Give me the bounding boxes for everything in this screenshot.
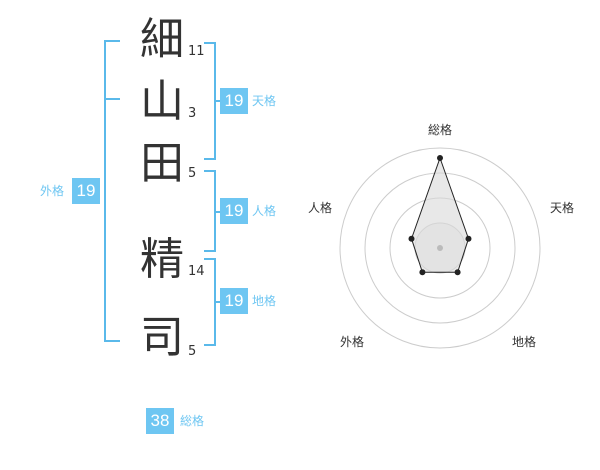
tenkaku-bracket-tick — [214, 100, 222, 102]
fortune-radar-chart: 総格 天格 地格 外格 人格 — [308, 122, 574, 349]
radar-ring — [339, 147, 541, 349]
radar-point-4 — [408, 235, 415, 242]
radar-axis-label-jinkaku: 人格 — [308, 200, 332, 215]
gaikaku-bracket-mid-tick — [104, 98, 120, 100]
gaikaku-bracket — [104, 40, 120, 342]
given-strokes-2: 5 — [188, 344, 197, 359]
surname-char-1: 細 — [140, 14, 184, 65]
chikaku-bracket-tick — [214, 301, 222, 303]
given-strokes-1: 14 — [188, 264, 205, 279]
radar-axis-label-soukaku: 総格 — [428, 122, 452, 137]
tenkaku-label: 天格 — [252, 94, 277, 108]
radar-shape — [410, 156, 470, 273]
given-char-1: 精 — [140, 234, 184, 285]
chikaku-label: 地格 — [252, 294, 277, 308]
jinkaku-bracket-tick — [214, 211, 222, 213]
radar-point-3 — [419, 269, 426, 276]
gaikaku-label: 外格 — [40, 184, 65, 198]
chikaku-value-badge: 19 — [220, 288, 248, 314]
radar-center-dot — [437, 245, 443, 251]
surname-strokes-3: 5 — [188, 166, 197, 181]
radar-point-2 — [454, 269, 461, 276]
surname-char-2: 山 — [140, 76, 184, 127]
radar-axis-label-gaikaku: 外格 — [340, 334, 364, 349]
surname-char-3: 田 — [140, 138, 184, 189]
gaikaku-value-badge: 19 — [72, 178, 100, 204]
radar-points — [408, 155, 472, 276]
radar-axis-label-tenkaku: 天格 — [550, 200, 574, 215]
jinkaku-label: 人格 — [252, 204, 277, 218]
given-char-2: 司 — [140, 312, 184, 363]
jinkaku-value-badge: 19 — [220, 198, 248, 224]
tenkaku-value-badge: 19 — [220, 88, 248, 114]
radar-point-1 — [465, 235, 472, 242]
surname-strokes-1: 11 — [188, 44, 205, 59]
radar-axis-label-chikaku: 地格 — [512, 334, 536, 349]
surname-strokes-2: 3 — [188, 106, 197, 121]
soukaku-label: 総格 — [180, 414, 205, 428]
radar-point-0 — [437, 155, 443, 161]
soukaku-value-badge: 38 — [146, 408, 174, 434]
